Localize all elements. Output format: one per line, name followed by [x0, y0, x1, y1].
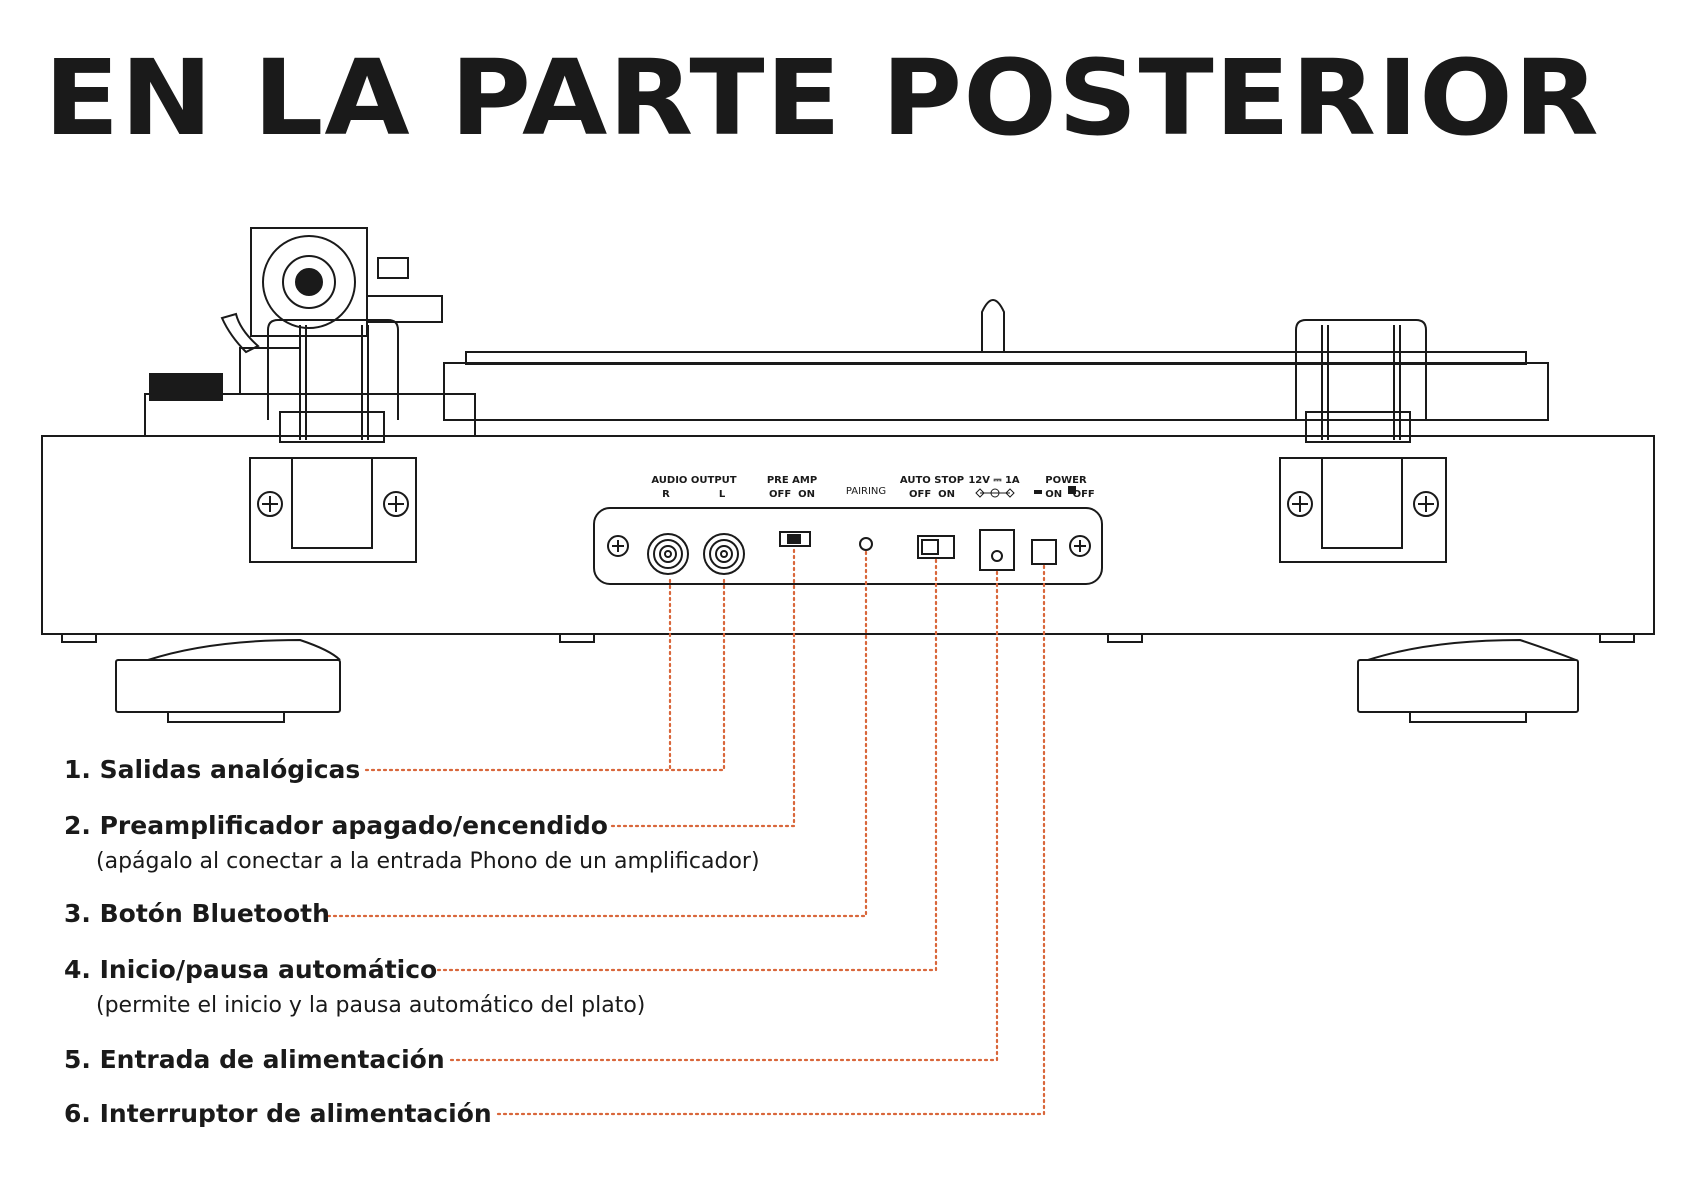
- panel-screw-right: [1069, 535, 1091, 557]
- pairing-button: [859, 537, 873, 551]
- label-pre-amp: PRE AMP: [767, 475, 817, 486]
- tonearm-pivot-core: [295, 268, 323, 296]
- leader-2: [610, 548, 796, 828]
- rca-jack-right: [647, 533, 689, 575]
- turntable-illustration: [41, 227, 1655, 723]
- foot-right: [1357, 638, 1579, 723]
- pre-amp-switch: [779, 531, 811, 547]
- leader-4: [432, 558, 938, 972]
- hinge-left: [249, 319, 417, 563]
- power-off-icon: [1068, 486, 1076, 494]
- legend-item-5-title: 5. Entrada de alimentación: [64, 1045, 445, 1074]
- legend-item-2-title: 2. Preamplificador apagado/encendido: [64, 811, 608, 840]
- leader-3: [326, 550, 868, 918]
- legend-item-2-sub: (apágalo al conectar a la entrada Phono …: [96, 849, 760, 874]
- platter-top: [465, 351, 1527, 365]
- spindle: [981, 299, 1005, 352]
- tonearm-housing: [250, 227, 368, 337]
- leader-1b: [668, 578, 726, 772]
- legend-item-4-title: 4. Inicio/pausa automático: [64, 955, 437, 984]
- tonearm-pivot-inner: [282, 255, 336, 309]
- leader-1: [364, 578, 672, 772]
- tonearm-pivot-outer: [262, 235, 356, 329]
- label-dc-rating: 12V ⎓ 1A: [968, 475, 1020, 486]
- plinth-body: [41, 435, 1655, 635]
- leader-5: [446, 570, 999, 1062]
- speed-knob: [149, 373, 223, 401]
- legend-item-3-title: 3. Botón Bluetooth: [64, 899, 330, 928]
- auto-stop-switch: [917, 535, 955, 559]
- foot-left: [115, 638, 341, 723]
- dc-polarity-icon: [975, 488, 1015, 498]
- connector-panel: [593, 507, 1103, 585]
- panel-print-labels: AUDIO OUTPUT R L PRE AMP OFF ON PAIRING …: [651, 475, 1094, 500]
- label-channel-r: R: [662, 489, 670, 500]
- label-channel-l: L: [719, 489, 726, 500]
- hinge-right: [1279, 319, 1447, 563]
- rca-jack-left: [703, 533, 745, 575]
- panel-screw-left: [607, 535, 629, 557]
- legend-item-1-title: 1. Salidas analógicas: [64, 755, 360, 784]
- legend-item-4-sub: (permite el inicio y la pausa automático…: [96, 993, 645, 1018]
- dc-power-jack: [979, 529, 1015, 571]
- tonearm-arm: [366, 295, 443, 323]
- label-audio-output: AUDIO OUTPUT: [651, 475, 736, 486]
- power-button: [1031, 539, 1057, 565]
- label-pre-amp-states: OFF ON: [769, 489, 815, 500]
- label-power: POWER: [1045, 475, 1087, 486]
- leader-6: [492, 564, 1046, 1116]
- legend: 1. Salidas analógicas 2. Preamplificador…: [64, 755, 760, 1128]
- tonearm-lock: [377, 257, 409, 279]
- leader-lines: [326, 548, 1046, 1116]
- tonearm-lift: [220, 312, 260, 354]
- power-on-icon: [1034, 490, 1042, 494]
- plinth-feet: [61, 633, 1635, 643]
- page-title: EN LA PARTE POSTERIOR: [44, 37, 1600, 159]
- tonearm-rest: [239, 347, 301, 395]
- label-pairing: PAIRING: [846, 486, 886, 497]
- label-auto-stop: AUTO STOP: [900, 475, 964, 486]
- legend-item-6-title: 6. Interruptor de alimentación: [64, 1099, 492, 1128]
- label-auto-stop-states: OFF ON: [909, 489, 955, 500]
- label-power-states: ON OFF: [1045, 489, 1094, 500]
